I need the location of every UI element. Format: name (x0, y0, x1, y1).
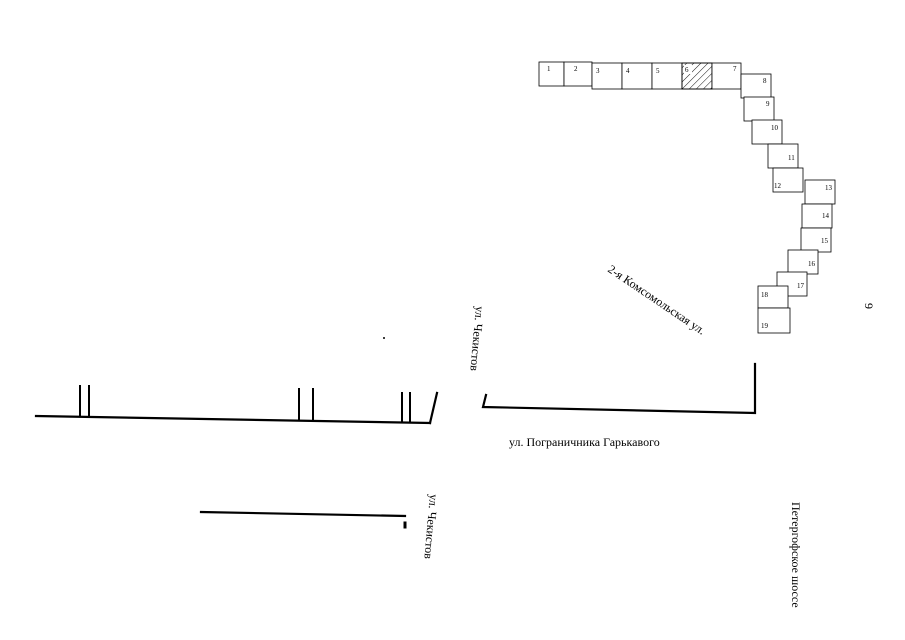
building-number: 3 (596, 67, 600, 75)
building-number: 8 (763, 77, 767, 85)
building-16: 16 (787, 249, 819, 275)
road-left-long (34, 391, 439, 425)
building-number: 16 (808, 260, 816, 268)
page-number: 9 (862, 303, 876, 309)
building-number: 12 (774, 182, 782, 190)
building-1: 1 (538, 61, 565, 87)
building-14: 14 (801, 203, 833, 229)
street-label-petergofskoe: Петергофское шоссе (789, 502, 803, 608)
road-lower-left (199, 510, 407, 529)
building-7: 7 (711, 62, 742, 90)
building-number: 11 (788, 154, 795, 162)
building-number: 19 (761, 322, 769, 330)
building-13: 13 (804, 179, 836, 205)
building-number: 18 (761, 291, 769, 299)
building-4: 4 (621, 62, 653, 90)
road-right-l (481, 362, 757, 415)
building-6-highlighted: 6 (681, 62, 713, 90)
building-12: 12 (772, 167, 804, 193)
building-number: 17 (797, 282, 805, 290)
street-label-chekistov-south: ул. Чекистов (421, 494, 441, 560)
building-number: 14 (822, 212, 830, 220)
building-number: 4 (626, 67, 630, 75)
map-dot (383, 337, 385, 339)
building-11: 11 (767, 143, 799, 169)
building-number: 7 (733, 65, 737, 73)
building-2: 2 (563, 61, 593, 87)
building-number: 2 (574, 65, 578, 73)
building-number: 9 (766, 100, 770, 108)
building-9: 9 (743, 96, 775, 122)
building-18: 18 (757, 285, 789, 309)
building-15: 15 (800, 227, 832, 253)
building-3: 3 (591, 62, 623, 90)
driveway-ticks (79, 385, 411, 423)
street-label-komsomolskaya: 2-я Комсомольская ул. (605, 262, 708, 338)
building-5: 5 (651, 62, 683, 90)
building-number: 6 (685, 66, 689, 74)
building-number: 5 (656, 67, 660, 75)
building-number: 13 (825, 184, 833, 192)
building-19: 19 (757, 307, 791, 334)
building-number: 1 (547, 65, 551, 73)
buildings: 1 2 3 4 5 6 7 8 (538, 61, 836, 334)
building-number: 15 (821, 237, 829, 245)
building-number: 10 (771, 124, 779, 132)
street-label-garkavogo: ул. Пограничника Гарькавого (509, 435, 660, 449)
street-label-chekistov-north: ул. Чекистов (467, 306, 487, 372)
building-8: 8 (740, 73, 772, 99)
building-10: 10 (751, 119, 783, 145)
